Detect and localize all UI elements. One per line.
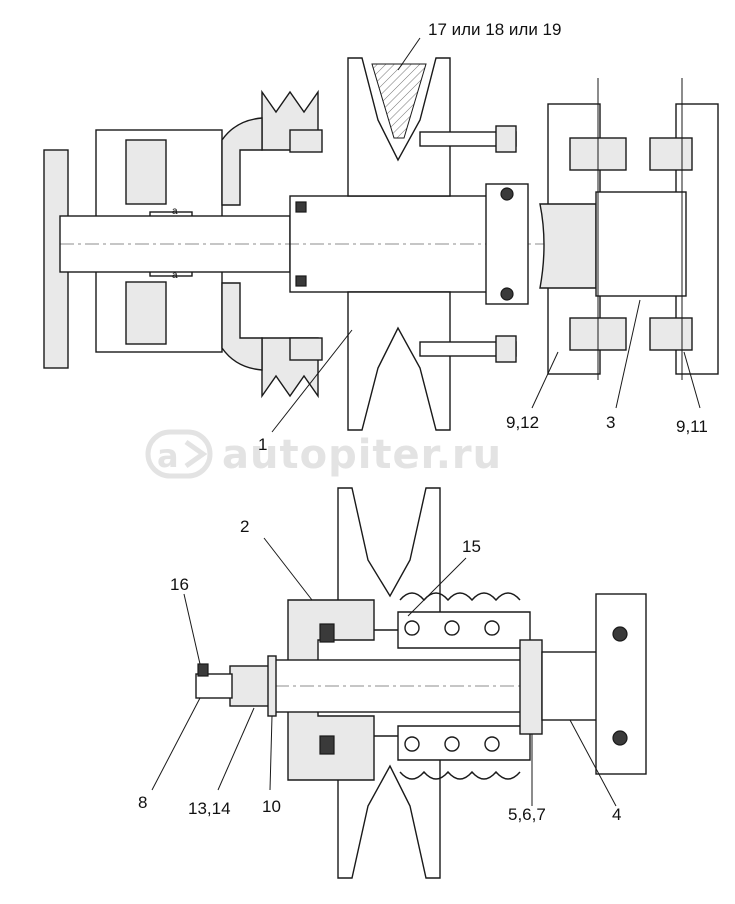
hub-housing-2 [287,599,375,781]
callout-13-14: 13,14 [188,799,231,818]
callout-9-11: 9,11 [676,417,708,436]
coupling-3 [595,191,687,297]
bellows-upper [399,592,521,602]
main-shaft-left [59,215,291,273]
pulley-hub-lower [221,282,263,371]
callout-15: 15 [462,537,481,556]
washer-10 [267,655,277,717]
pulley-hub-upper [221,117,263,206]
left-bearing-lower [125,281,167,345]
watermark-text: autopiter.ru [222,432,502,478]
variator-sheave-upper [347,57,451,197]
callout-5-6-7: 5,6,7 [508,805,546,824]
shaft-coupling-end [539,203,597,289]
v-belt-section [371,63,427,139]
top-assembly: a a [43,20,719,454]
right-bearing [485,183,529,305]
svg-text:a: a [172,270,178,281]
hub-bolt-upper-left [289,129,323,153]
callout-9-12: 9,12 [506,413,539,432]
watermark: a autopiter.ru [145,429,502,479]
lower-sheave-upper [337,487,441,631]
callout-17-18-19: 17 или 18 или 19 [428,20,561,39]
coupling-bolt-lower-right [649,317,693,351]
callout-10: 10 [262,797,281,816]
bolt-head-upper [495,125,517,153]
bearing-housing-4 [595,593,647,775]
bellows-lower [399,770,521,780]
svg-text:a: a [172,206,178,217]
spring-seat-lower [397,725,531,761]
callout-4: 4 [612,805,621,824]
shaft-end-8 [195,673,233,699]
variator-sheave-lower [347,291,451,431]
shaft-4 [541,651,601,721]
callout-16: 16 [170,575,189,594]
spider-5-6-7 [519,639,543,735]
hub-bolt-lower-left [289,337,323,361]
callout-1: 1 [258,435,267,454]
left-bearing-upper [125,139,167,205]
bottom-assembly: 2 15 16 8 13,14 10 5,6,7 4 [138,487,650,879]
callout-2: 2 [240,517,249,536]
svg-text:a: a [157,437,180,475]
callout-8: 8 [138,793,147,812]
bolt-head-lower [495,335,517,363]
coupling-bolt-upper-right [649,137,693,171]
a-arrow-logo-icon: a [145,429,213,479]
grease-fitting-16 [197,663,209,677]
callout-3: 3 [606,413,615,432]
